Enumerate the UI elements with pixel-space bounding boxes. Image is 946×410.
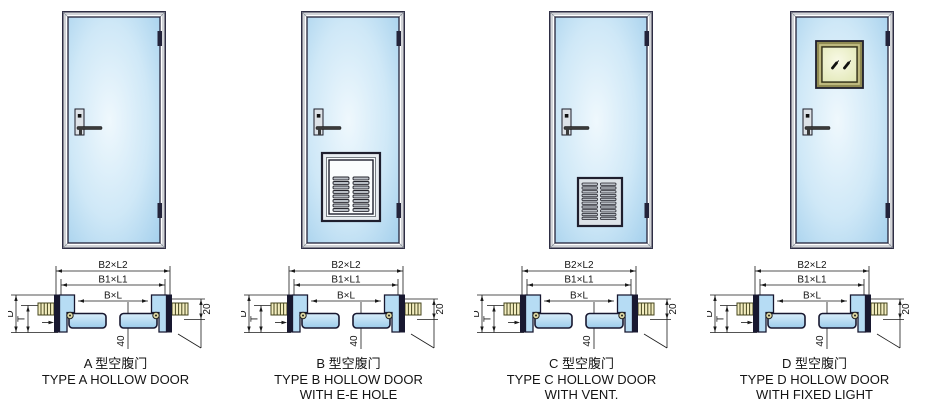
hinge-top — [157, 31, 162, 46]
dim-clear-label: B×L — [570, 291, 589, 302]
frame-profile-right — [818, 294, 888, 333]
column-type-d: B2×L2 B1×L1 B×L D T 40 20 D 型空腹门 TYPE D … — [704, 0, 946, 410]
dim-depth-label: D — [8, 310, 16, 317]
label-cn: B 型空腹门 — [316, 356, 381, 371]
dim-frame-offset-label: 20 — [668, 303, 679, 315]
door-b-slot — [301, 11, 405, 254]
door-handle — [313, 108, 342, 136]
dim-wall-label: T — [483, 316, 494, 322]
label-cn: A 型空腹门 — [83, 356, 148, 371]
label-en: TYPE A HOLLOW DOOR — [41, 371, 190, 387]
section-d-slot: B2×L2 B1×L1 B×L D T 40 20 — [704, 255, 917, 360]
frame-section-drawing: B2×L2 B1×L1 B×L D T 40 20 — [704, 260, 912, 349]
hinge-top — [644, 31, 649, 46]
dim-leaf-thickness-label: 40 — [582, 335, 593, 347]
door-handle — [561, 108, 590, 136]
section-b-slot: B2×L2 B1×L1 B×L D T 40 20 — [238, 255, 451, 360]
hinge-bottom — [396, 203, 401, 218]
frame-profile-right — [352, 294, 422, 333]
door-c-slot — [549, 11, 653, 254]
label-en2: WITH VENT. — [544, 387, 619, 402]
hinge-bottom — [644, 203, 649, 218]
frame-profile-right — [119, 294, 189, 333]
label-cn: C 型空腹门 — [548, 356, 614, 371]
door-drawing — [301, 11, 405, 249]
door-handle — [802, 108, 831, 136]
small-vent-grille — [576, 176, 624, 228]
dim-outer-label: B2×L2 — [797, 260, 827, 271]
dim-clear-label: B×L — [337, 291, 356, 302]
dimension-labels: B2×L2 B1×L1 B×L D T 40 20 — [5, 260, 213, 347]
label-en2: WITH E-E HOLE — [299, 387, 398, 402]
dim-mid-label: B1×L1 — [797, 275, 827, 286]
column-type-a: B2×L2 B1×L1 B×L D T 40 20 A 型空腹门 TYPE A … — [0, 0, 236, 410]
dim-frame-offset-label: 20 — [202, 303, 213, 315]
dim-outer-label: B2×L2 — [98, 260, 128, 271]
frame-profile-left — [270, 294, 340, 333]
glass-reflection-marks — [831, 60, 851, 70]
dimension-labels: B2×L2 B1×L1 B×L D T 40 20 — [471, 260, 679, 347]
dim-mid-label: B1×L1 — [564, 275, 594, 286]
hinge-bottom — [157, 203, 162, 218]
door-a-slot — [62, 11, 166, 254]
dimension-labels: B2×L2 B1×L1 B×L D T 40 20 — [238, 260, 446, 347]
section-a-slot: B2×L2 B1×L1 B×L D T 40 20 — [5, 255, 218, 360]
frame-profile-left — [37, 294, 107, 333]
dim-wall-label: T — [17, 316, 28, 322]
dim-frame-offset-label: 20 — [901, 303, 912, 315]
door-d-slot — [790, 11, 894, 254]
dimension-lines — [244, 266, 438, 349]
large-vent-panel — [320, 151, 382, 223]
frame-profile-right — [585, 294, 655, 333]
frame-section-drawing: B2×L2 B1×L1 B×L D T 40 20 — [238, 260, 446, 349]
section-c-slot: B2×L2 B1×L1 B×L D T 40 20 — [471, 255, 684, 360]
label-block-b: B 型空腹门 TYPE B HOLLOW DOOR WITH E-E HOLE — [230, 356, 467, 403]
door-drawing — [549, 11, 653, 249]
door-handle — [74, 108, 103, 136]
frame-profile-left — [736, 294, 806, 333]
dim-clear-label: B×L — [803, 291, 822, 302]
dim-mid-label: B1×L1 — [331, 275, 361, 286]
dim-leaf-thickness-label: 40 — [349, 335, 360, 347]
label-block-a: A 型空腹门 TYPE A HOLLOW DOOR — [0, 356, 234, 387]
door-drawing — [790, 11, 894, 249]
dim-leaf-thickness-label: 40 — [815, 335, 826, 347]
hinge-top — [885, 31, 890, 46]
frame-section-drawing: B2×L2 B1×L1 B×L D T 40 20 — [471, 260, 679, 349]
dim-leaf-thickness-label: 40 — [116, 335, 127, 347]
dim-outer-label: B2×L2 — [564, 260, 594, 271]
dim-frame-offset-label: 20 — [435, 303, 446, 315]
dimension-labels: B2×L2 B1×L1 B×L D T 40 20 — [704, 260, 912, 347]
dim-depth-label: D — [707, 310, 715, 317]
dim-wall-label: T — [250, 316, 261, 322]
label-block-d: D 型空腹门 TYPE D HOLLOW DOOR WITH FIXED LIG… — [696, 356, 933, 403]
label-cn: D 型空腹门 — [781, 356, 847, 371]
door-drawing — [62, 11, 166, 249]
label-en: TYPE D HOLLOW DOOR — [739, 371, 890, 387]
column-type-b: B2×L2 B1×L1 B×L D T 40 20 B 型空腹门 TYPE B … — [236, 0, 473, 410]
label-en2: WITH FIXED LIGHT — [756, 387, 873, 402]
hinge-bottom — [885, 203, 890, 218]
dim-wall-label: T — [716, 316, 727, 322]
dim-depth-label: D — [474, 310, 482, 317]
label-block-c: C 型空腹门 TYPE C HOLLOW DOOR WITH VENT. — [463, 356, 700, 403]
label-en: TYPE C HOLLOW DOOR — [506, 371, 657, 387]
dim-mid-label: B1×L1 — [98, 275, 128, 286]
dim-outer-label: B2×L2 — [331, 260, 361, 271]
frame-profile-left — [503, 294, 573, 333]
hinge-top — [396, 31, 401, 46]
dim-depth-label: D — [241, 310, 249, 317]
dim-clear-label: B×L — [104, 291, 123, 302]
label-en: TYPE B HOLLOW DOOR — [274, 371, 423, 387]
fixed-light-window — [815, 40, 864, 89]
dimension-arrowheads — [713, 269, 902, 332]
column-type-c: B2×L2 B1×L1 B×L D T 40 20 C 型空腹门 TYPE C … — [471, 0, 710, 410]
frame-section-drawing: B2×L2 B1×L1 B×L D T 40 20 — [5, 260, 213, 349]
